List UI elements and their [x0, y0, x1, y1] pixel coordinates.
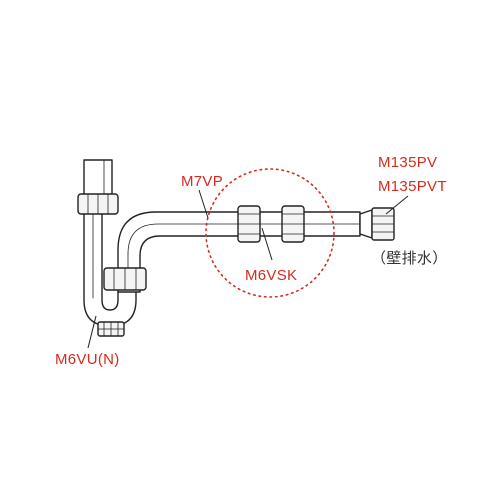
label-adapter-1: M135PV: [378, 154, 437, 171]
trap-leader: [87, 315, 97, 349]
joint-highlight-circle: [205, 168, 335, 298]
label-adapter-2: M135PVT: [378, 178, 447, 195]
joint-nut-right: [281, 205, 305, 243]
label-wall-note: （壁排水）: [371, 250, 448, 267]
label-pipe: M7VP: [181, 173, 223, 190]
trap-top-nut: [77, 193, 119, 215]
joint-leader: [261, 227, 273, 261]
tailpiece-pipe: [83, 159, 113, 199]
joint-nut-left: [237, 205, 261, 243]
label-joint: M6VSK: [245, 267, 297, 284]
leader-lines: [87, 189, 409, 349]
wall-adapter: [359, 207, 395, 241]
trap-riser-nut: [103, 267, 147, 291]
p-trap-pipe: [83, 211, 137, 337]
pipe-leader: [198, 189, 209, 219]
pipe-assembly: [77, 159, 395, 337]
label-trap: M6VU(N): [55, 351, 120, 368]
adapter-leader: [385, 195, 409, 215]
